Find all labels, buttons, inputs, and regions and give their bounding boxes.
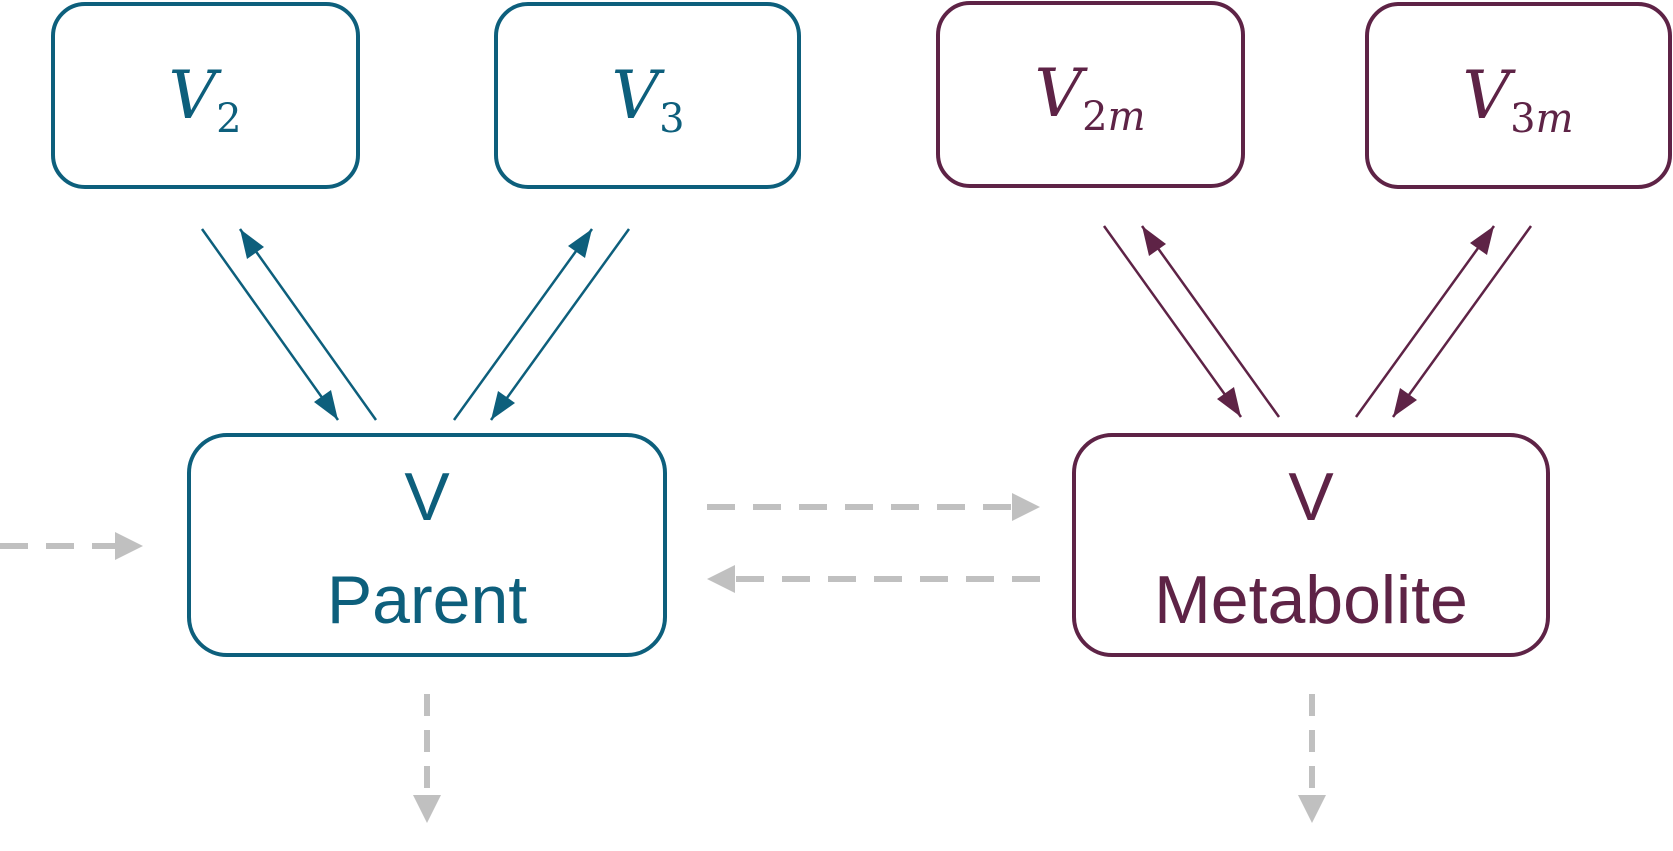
compartment-v2m: V2m [936,1,1245,188]
compartment-parent: V Parent [187,433,667,657]
compartment-v3-symbol: V [611,57,665,134]
arrowhead-parent-elimination [413,795,441,823]
arrow-v2-to-parent [200,228,340,421]
arrow-parent-to-v3 [452,228,594,421]
compartment-v3-box [494,2,801,189]
compartment-metabolite-name: Metabolite [1154,562,1468,638]
compartment-parent-symbol: V [404,459,450,535]
arrowhead-metabolite-to-parent [707,565,735,593]
arrow-v3-to-parent [489,228,631,421]
compartment-v2m-symbol: V [1034,55,1088,132]
compartment-metabolite-symbol: V [1288,459,1334,535]
compartment-v3m-box [1365,2,1672,189]
arrowhead-parent-to-v2 [240,229,264,259]
compartment-v2m-box [936,1,1245,188]
compartment-parent-name: Parent [327,562,527,638]
arrowhead-metabolite-to-v3m [1470,226,1494,255]
arrowhead-metabolite-elimination [1298,795,1326,823]
arrow-v2m-to-metabolite [1102,225,1243,418]
compartment-parent-box [187,433,667,657]
compartment-v2-box [51,2,360,189]
arrow-metabolite-to-v3m [1354,225,1496,418]
compartment-v3m: V3m [1365,2,1672,189]
arrowhead-metabolite-to-v2m [1142,226,1166,256]
arrowhead-v2m-to-metabolite [1217,387,1241,417]
arrow-metabolite-to-v2m [1140,225,1281,418]
arrowhead-input-to-parent [115,532,143,560]
compartment-v2: V2 [51,2,360,189]
compartment-metabolite-box [1072,433,1550,657]
arrow-v3m-to-metabolite [1391,225,1533,418]
compartment-v2m-label: V2m [1034,55,1145,140]
arrowhead-parent-to-metabolite [1012,493,1040,521]
compartment-v2-subscript: 2 [216,96,241,142]
compartment-v2-symbol: V [168,57,222,134]
arrowhead-v2-to-parent [314,390,338,420]
arrow-parent-to-v2 [238,228,378,421]
compartment-v2m-subscript-m: m [1108,94,1146,140]
compartment-v3m-symbol: V [1462,57,1516,134]
compartment-v2-label: V2 [168,57,241,142]
compartment-v3-label: V3 [611,57,684,142]
compartment-v3: V3 [494,2,801,189]
compartment-v3m-label: V3m [1462,57,1573,142]
compartment-v2m-subscript: 2 [1082,94,1107,140]
compartment-v3m-subscript: 3 [1510,96,1535,142]
arrowhead-v3m-to-metabolite [1393,388,1417,417]
arrowhead-parent-to-v3 [568,229,592,258]
compartment-v3m-subscript-m: m [1536,96,1574,142]
compartment-metabolite: V Metabolite [1072,433,1550,657]
arrowhead-v3-to-parent [491,391,515,420]
compartment-v3-subscript: 3 [659,96,684,142]
